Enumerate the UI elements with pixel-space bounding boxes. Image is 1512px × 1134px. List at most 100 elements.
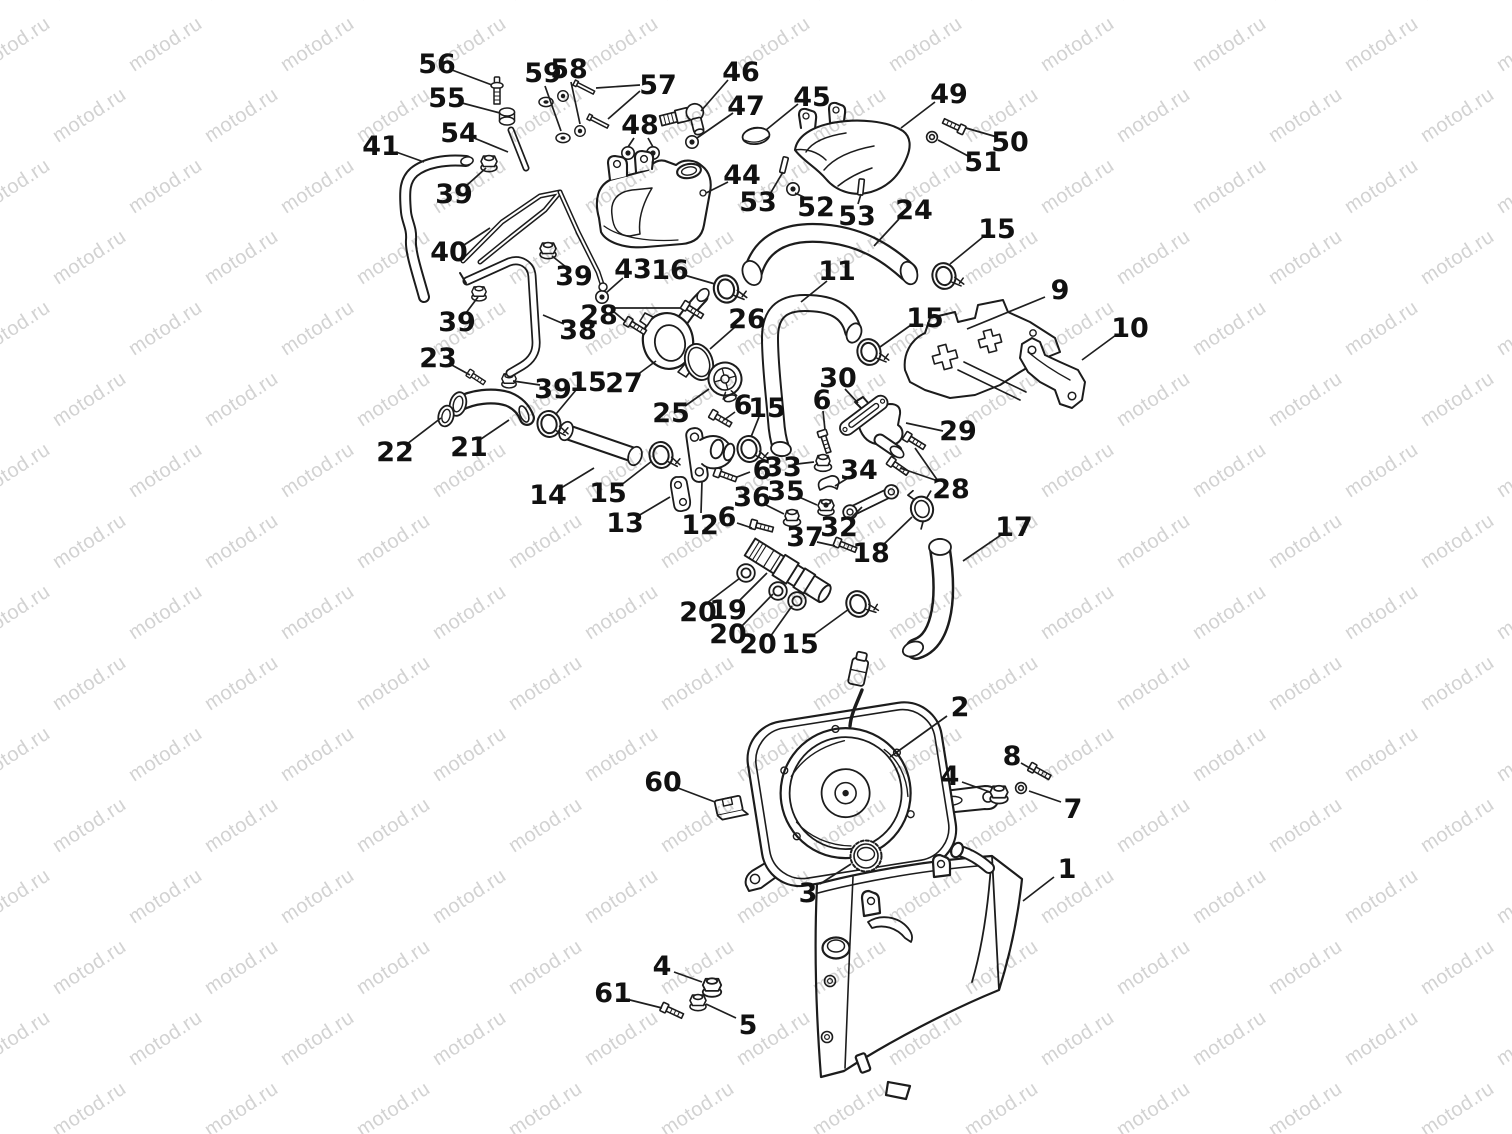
callout-label-6: 6	[813, 385, 832, 416]
leader-line-49	[900, 101, 936, 129]
link-32-drawing	[842, 484, 900, 520]
callout-label-54: 54	[440, 118, 478, 149]
callout-label-32: 32	[820, 512, 858, 543]
leader-line-8	[1020, 762, 1036, 772]
heat-shield-drawing	[903, 299, 1061, 401]
callout-label-43: 43	[614, 254, 652, 285]
radiator-cap-drawing	[849, 839, 883, 873]
callout-label-6: 6	[753, 455, 772, 486]
leader-line-15	[811, 608, 850, 637]
callout-label-15: 15	[569, 367, 607, 398]
leader-line-10	[1081, 334, 1117, 361]
leader-line-2	[889, 715, 948, 758]
callout-label-27: 27	[605, 368, 643, 399]
callout-label-39: 39	[534, 374, 572, 405]
leader-line-15	[555, 389, 577, 415]
oring-26-drawing	[683, 343, 715, 381]
callout-label-35: 35	[767, 476, 805, 507]
leader-line-44	[705, 181, 729, 194]
leader-line-38	[542, 314, 565, 325]
leader-line-37	[816, 541, 836, 547]
leader-line-4	[961, 781, 991, 793]
leader-line-39	[465, 296, 479, 314]
callout-label-3: 3	[799, 878, 818, 909]
gasket-30-drawing	[839, 394, 889, 436]
leader-line-57	[607, 90, 641, 120]
callout-label-48: 48	[621, 110, 659, 141]
leader-line-57	[595, 84, 641, 89]
leader-line-26	[709, 326, 736, 350]
flange-nut-33-drawing	[813, 453, 833, 473]
callout-label-7: 7	[1064, 794, 1083, 825]
leader-line-50	[965, 127, 998, 138]
callout-label-41: 41	[362, 131, 400, 162]
leader-line-59	[544, 85, 562, 132]
callout-label-33: 33	[764, 452, 802, 483]
nut-39c-drawing	[471, 285, 487, 302]
leader-line-48	[627, 137, 635, 148]
callout-label-55: 55	[428, 83, 466, 114]
callout-label-5: 5	[739, 1010, 758, 1041]
leader-line-40	[463, 227, 491, 246]
callout-label-21: 21	[450, 432, 488, 463]
callout-label-38: 38	[559, 315, 597, 346]
leader-line-28	[612, 310, 627, 323]
callout-label-30: 30	[819, 363, 857, 394]
tank-shroud-drawing	[793, 101, 911, 195]
leader-line-12	[700, 480, 703, 514]
leader-line-39	[465, 167, 487, 187]
callout-label-24: 24	[895, 195, 933, 226]
leader-line-53	[857, 193, 862, 205]
leader-line-46	[700, 79, 729, 112]
leader-line-6	[822, 410, 826, 431]
leader-line-7	[1028, 790, 1062, 803]
cap-45-drawing	[741, 126, 771, 146]
callout-label-6: 6	[734, 390, 753, 421]
callout-label-22: 22	[376, 437, 414, 468]
leader-line-15	[949, 236, 984, 265]
callout-label-49: 49	[930, 79, 968, 110]
pipe-21-drawing	[448, 388, 535, 426]
breather-fitting-46-drawing	[658, 102, 705, 136]
leader-line-56	[451, 69, 493, 86]
callout-label-11: 11	[818, 256, 856, 287]
nut-4b-drawing	[701, 977, 723, 998]
callout-label-10: 10	[1111, 313, 1149, 344]
callout-label-39: 39	[555, 261, 593, 292]
leader-line-58	[570, 81, 581, 125]
callout-label-13: 13	[606, 508, 644, 539]
callout-label-57: 57	[639, 70, 677, 101]
callout-label-15: 15	[589, 478, 627, 509]
nut-4a-drawing	[989, 784, 1009, 805]
leader-line-25	[684, 388, 710, 407]
callout-label-58: 58	[550, 54, 588, 85]
leader-line-4	[673, 971, 703, 983]
callout-label-20: 20	[739, 629, 777, 660]
leader-line-14	[560, 467, 595, 489]
leader-line-1	[1022, 876, 1055, 902]
wire-clamp-18-drawing	[907, 489, 935, 530]
leader-line-60	[677, 787, 716, 803]
callout-label-59: 59	[524, 58, 562, 89]
callout-label-4: 4	[941, 761, 960, 792]
callout-label-34: 34	[840, 455, 878, 486]
callout-label-1: 1	[1058, 854, 1077, 885]
callout-label-40: 40	[430, 237, 468, 268]
leader-line-53	[769, 171, 784, 195]
hose-17-drawing	[901, 538, 955, 660]
callout-label-15: 15	[906, 303, 944, 334]
leader-line-48	[647, 137, 654, 148]
parts-artwork	[399, 76, 1086, 1101]
nut-35-drawing	[817, 498, 835, 517]
leader-line-28	[914, 447, 939, 482]
leader-line-3	[819, 863, 852, 885]
callout-label-6: 6	[718, 502, 737, 533]
leader-line-32	[849, 506, 863, 520]
callout-label-52: 52	[797, 192, 835, 223]
callout-label-56: 56	[418, 49, 456, 80]
pin-53b-drawing	[856, 177, 866, 197]
hose-14-drawing	[558, 420, 643, 467]
leader-line-6	[736, 471, 751, 478]
